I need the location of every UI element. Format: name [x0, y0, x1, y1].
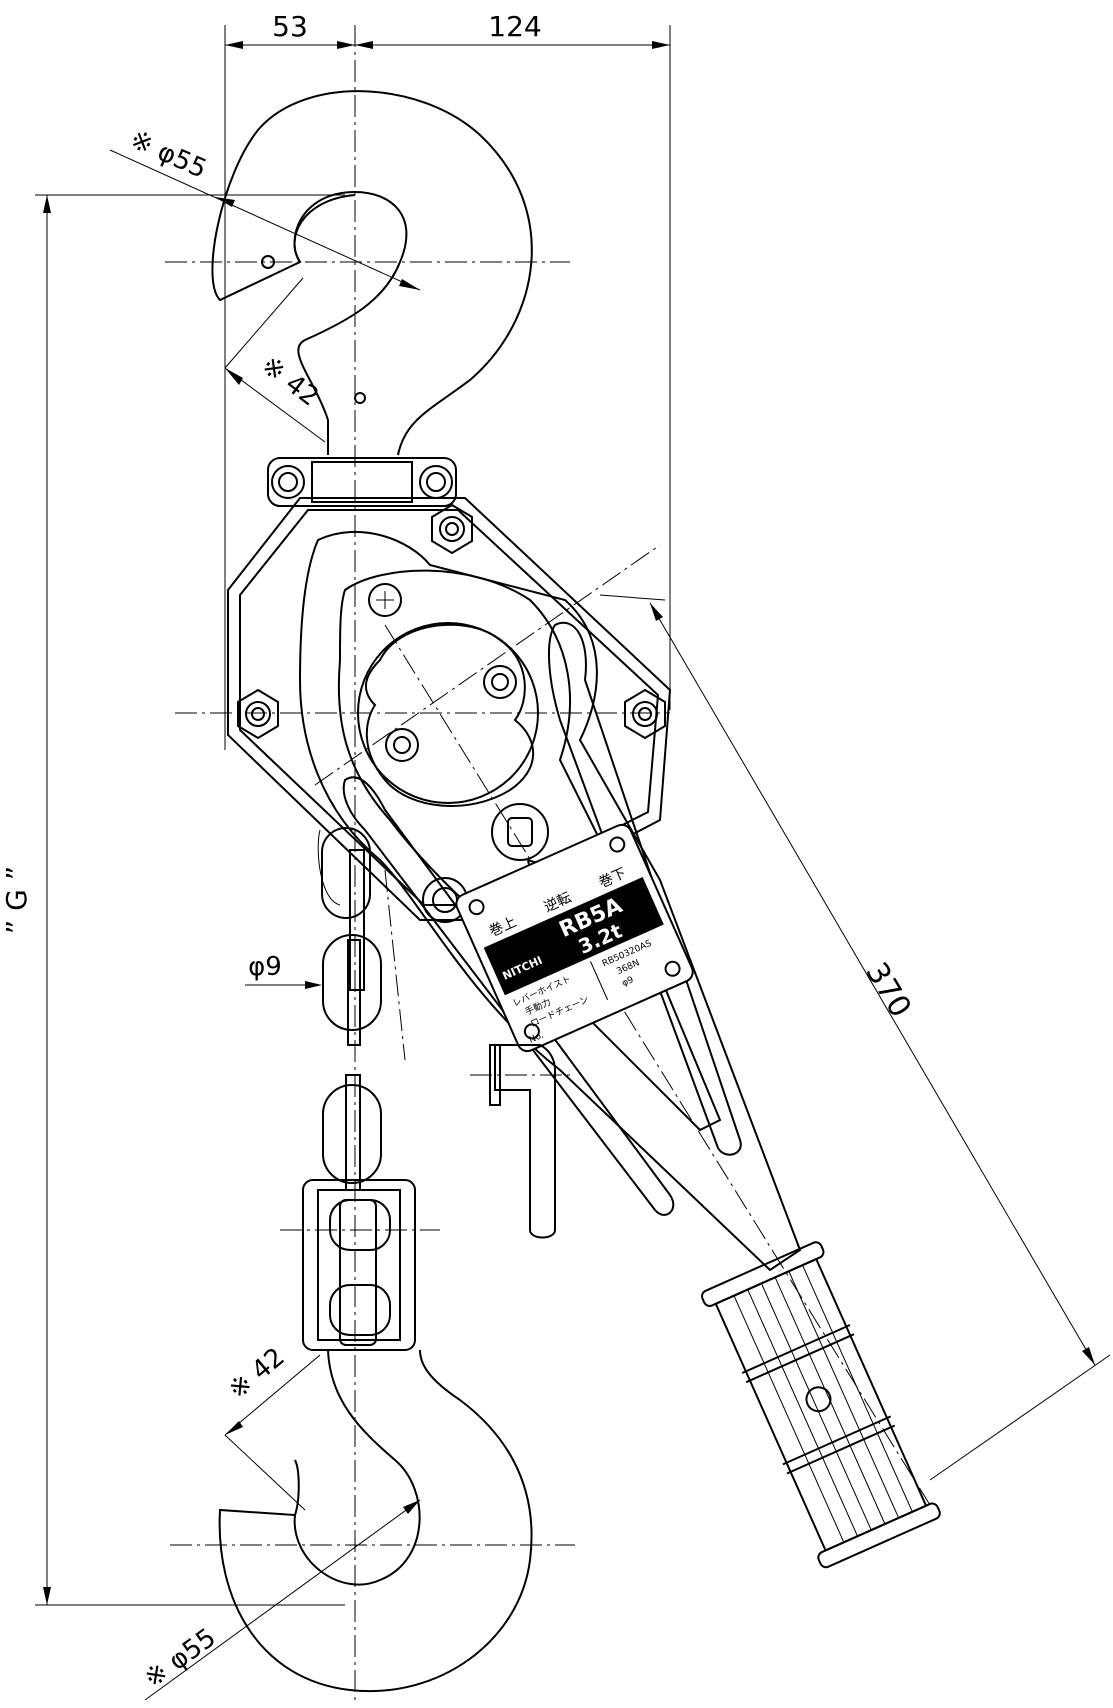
body-nut-left: [237, 688, 279, 740]
dim-lever-370: 370: [858, 957, 917, 1024]
dim-width-left: 53: [272, 10, 308, 43]
hub-bolt-2: [385, 728, 419, 762]
dim-bottom-hook-dia: ※ φ55: [139, 1623, 222, 1694]
dimension-overall-height: ” G ”: [0, 194, 345, 1606]
body-nut-top: [431, 503, 473, 555]
gear-hub: [357, 622, 539, 807]
center-lines: [165, 25, 931, 1700]
dim-top-hook-throat: ※ 42: [256, 351, 324, 413]
bottom-block: [302, 1179, 416, 1351]
body-nut-right: [624, 688, 666, 740]
load-chain: φ9: [245, 827, 382, 1191]
hub-bolt-1: [483, 665, 517, 699]
top-yoke: [267, 457, 457, 507]
top-hook: ※ φ55 ※ 42: [109, 90, 533, 456]
lever-grip: [701, 1241, 941, 1569]
dimension-top-width: 53 124: [224, 10, 671, 750]
hoist-body: [227, 497, 672, 923]
nameplate: 巻上 逆転 巻下 NITCHI RB5A 3.2t レバーホイスト RB5032…: [455, 823, 694, 1053]
dim-bottom-hook-throat: ※ 42: [223, 1342, 291, 1406]
dim-width-right: 124: [488, 10, 541, 43]
dim-chain-dia: φ9: [248, 952, 282, 982]
plate-value-chain: φ9: [621, 975, 636, 989]
dim-height-g: ” G ”: [0, 866, 33, 935]
side-stripper: [489, 1044, 556, 1239]
bottom-hook: ※ 42 ※ φ55: [139, 1342, 533, 1701]
lever-screw-1: [368, 583, 402, 617]
dim-top-hook-dia: ※ φ55: [125, 125, 211, 185]
